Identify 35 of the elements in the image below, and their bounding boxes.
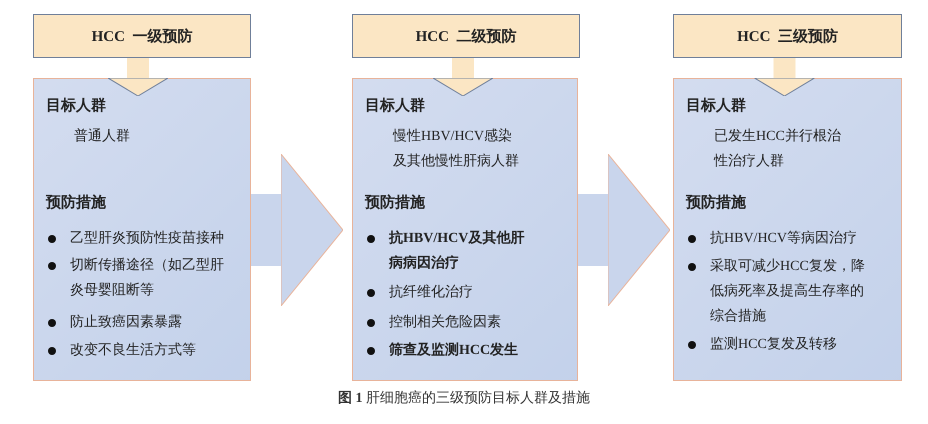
section-heading: 目标人群 (46, 96, 106, 116)
measure-item: 筛查及监测HCC发生 (389, 341, 520, 360)
block-arrow (432, 58, 494, 96)
measure-item: 改变不良生活方式等 (70, 341, 197, 360)
measure-item: 控制相关危险因素 (389, 313, 502, 332)
panel-box (352, 78, 578, 381)
block-arrow (108, 58, 168, 96)
panel-box (673, 78, 902, 381)
header-box (33, 14, 251, 58)
measure-item: 切断传播途径（如乙型肝炎母婴阻断等 (70, 256, 225, 300)
panel-box (33, 78, 251, 381)
section-heading: 预防措施 (46, 193, 106, 213)
measure-item: 抗HBV/HCV等病因治疗 (710, 230, 858, 248)
measure-item: 抗纤维化治疗 (389, 283, 474, 302)
measure-item: 防止致癌因素暴露 (70, 313, 183, 332)
block-arrow (251, 154, 344, 306)
header-box (352, 14, 580, 58)
header-box (673, 14, 902, 58)
header-title: HCC 三级预防 (737, 27, 838, 46)
section-heading: 预防措施 (686, 193, 746, 213)
measure-item: 监测HCC复发及转移 (710, 336, 838, 354)
section-heading: 目标人群 (686, 96, 746, 116)
header-title: HCC 一级预防 (92, 27, 192, 46)
target-group-text: 普通人群 (74, 127, 131, 146)
target-group-text: 已发生HCC并行根治性治疗人群 (714, 127, 842, 171)
header-title: HCC 二级预防 (416, 27, 516, 46)
section-heading: 目标人群 (365, 96, 425, 116)
measure-item: 抗HBV/HCV及其他肝病病因治疗 (389, 229, 526, 273)
target-group-text: 慢性HBV/HCV感染及其他慢性肝病人群 (393, 127, 520, 171)
measure-item: 乙型肝炎预防性疫苗接种 (70, 229, 225, 248)
block-arrow (754, 58, 815, 96)
measure-item: 采取可减少HCC复发，降低病死率及提高生存率的综合措施 (710, 258, 866, 326)
section-heading: 预防措施 (365, 193, 425, 213)
figure-caption: 图 1 肝细胞癌的三级预防目标人群及措施 (337, 389, 591, 407)
block-arrow (578, 154, 670, 306)
